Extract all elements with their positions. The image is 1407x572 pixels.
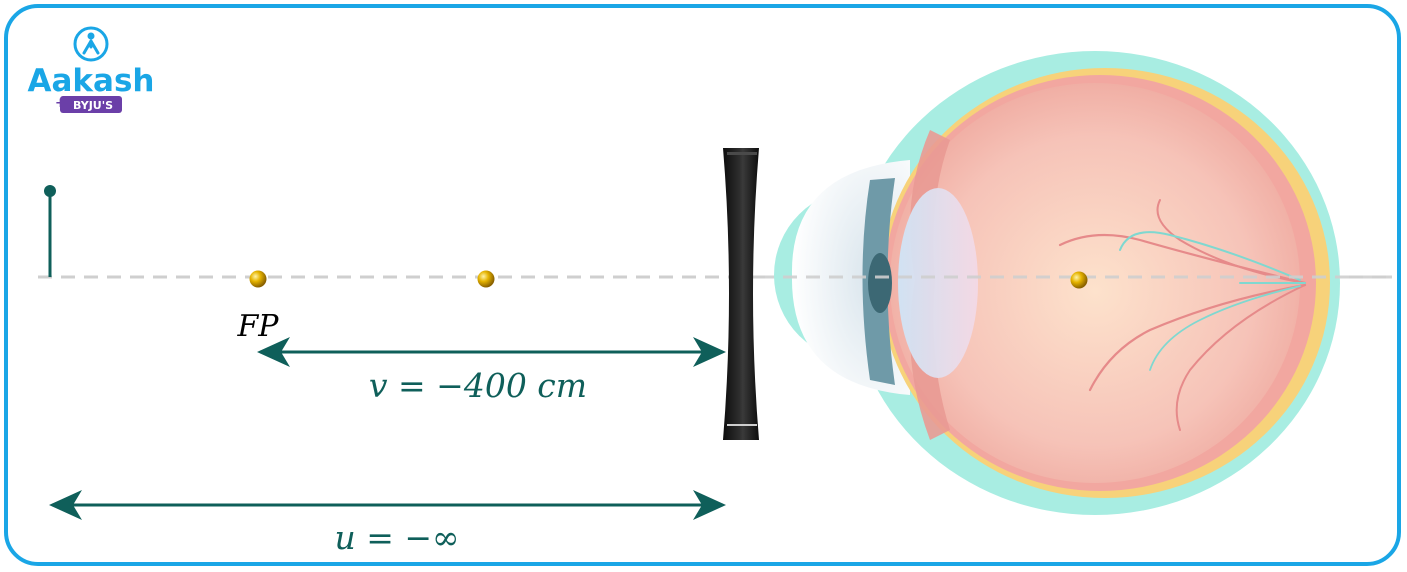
logo-byjus-badge <box>60 96 122 113</box>
focal-point-dot <box>477 270 495 288</box>
logo-sub-brand-text: BYJU'S <box>73 99 113 112</box>
blood-vessels <box>1058 199 1307 431</box>
object-marker <box>44 185 56 277</box>
eye-centre-dot <box>1070 271 1088 289</box>
far-point-dot <box>249 270 267 288</box>
logo-plus-icon: + <box>55 96 66 111</box>
logo-brand-text: Aakash <box>28 63 155 99</box>
eye-lens <box>898 188 978 378</box>
human-eye <box>760 51 1392 515</box>
logo-person-icon <box>73 26 109 62</box>
far-point-label: FP <box>236 309 279 344</box>
vitreous-body <box>890 83 1300 483</box>
pupil <box>868 253 892 313</box>
object-distance-label: u = −∞ <box>334 518 459 557</box>
aakash-logo: Aakash BYJU'S + <box>28 26 155 113</box>
image-distance-label: v = −400 cm <box>369 366 587 405</box>
concave-lens <box>723 148 759 440</box>
